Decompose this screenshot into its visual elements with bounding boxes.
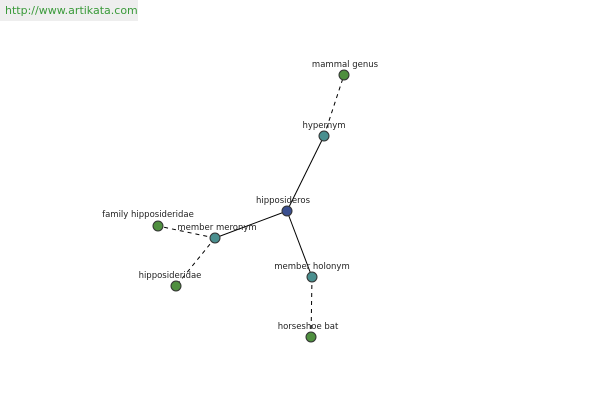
node-label-member-meronym: member meronym [177, 223, 256, 233]
node-circle-hypernym[interactable] [318, 130, 330, 142]
edge-hipposideros-to-hypernym [286, 135, 325, 212]
node-label-hipposideridae: hipposideridae [139, 271, 202, 281]
edge-member-meronym-to-hipposideridae [175, 237, 216, 287]
node-circle-hipposideridae[interactable] [170, 280, 182, 292]
node-label-mammal-genus: mammal genus [312, 60, 379, 70]
node-family-hipposideridae[interactable]: family hipposideridae [102, 210, 194, 232]
node-label-hipposideros: hipposideros [256, 196, 311, 206]
node-hypernym[interactable]: hypernym [302, 121, 346, 142]
edge-member-meronym-to-family-hipposideridae [157, 225, 216, 239]
edge-hipposideros-to-member-meronym [214, 210, 288, 239]
node-circle-family-hipposideridae[interactable] [152, 220, 164, 232]
node-label-family-hipposideridae: family hipposideridae [102, 210, 194, 220]
edge-hipposideros-to-member-holonym [286, 210, 313, 278]
node-horseshoe-bat[interactable]: horseshoe bat [278, 322, 339, 343]
node-circle-mammal-genus[interactable] [338, 69, 350, 81]
node-hipposideridae[interactable]: hipposideridae [139, 271, 202, 292]
node-circle-member-holonym[interactable] [306, 271, 318, 283]
edge-member-holonym-to-horseshoe-bat [310, 276, 313, 338]
node-circle-member-meronym[interactable] [209, 232, 221, 244]
node-member-meronym[interactable]: member meronym [177, 223, 257, 244]
graph-edges [157, 74, 345, 338]
node-label-horseshoe-bat: horseshoe bat [278, 322, 339, 332]
node-circle-horseshoe-bat[interactable] [305, 331, 317, 343]
node-label-hypernym: hypernym [302, 121, 345, 131]
graph-nodes: hipposideros hypernym mammal genus member m… [102, 60, 379, 343]
url-bar: http://www.artikata.com [0, 0, 138, 21]
node-mammal-genus[interactable]: mammal genus [312, 60, 379, 81]
node-member-holonym[interactable]: member holonym [274, 262, 350, 283]
node-circle-hipposideros[interactable] [281, 205, 293, 217]
node-hipposideros[interactable]: hipposideros [256, 196, 311, 217]
edge-hypernym-to-mammal-genus [323, 74, 345, 137]
site-url-link[interactable]: http://www.artikata.com [5, 4, 138, 17]
node-label-member-holonym: member holonym [274, 262, 349, 272]
